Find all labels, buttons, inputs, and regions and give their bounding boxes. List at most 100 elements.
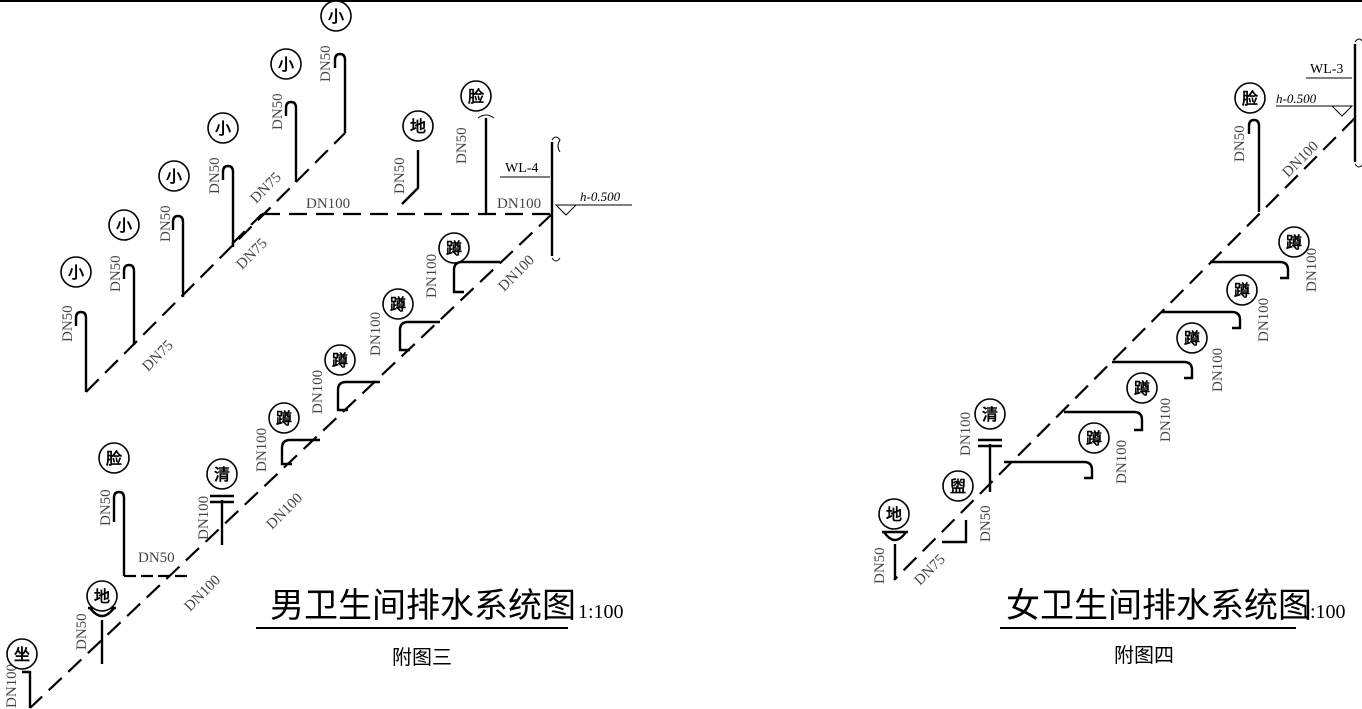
size-label: DN100	[310, 370, 326, 414]
left-title-block: 男卫生间排水系统图 1:100 附图三	[256, 586, 624, 669]
size-label: DN50	[1232, 125, 1248, 162]
size-label: DN50	[872, 547, 888, 584]
size-label: DN50	[74, 613, 90, 650]
left-main-horizontal	[231, 114, 552, 245]
urinal-symbol: 小	[60, 256, 92, 288]
riser-wl3-label: WL-3	[1310, 62, 1343, 77]
size-label: DN100	[254, 428, 270, 472]
urinal-symbol: 小	[270, 48, 302, 80]
squat-toilet-symbol: 蹲	[1078, 422, 1110, 454]
size-label: DN100	[497, 196, 541, 212]
svg-text:小: 小	[116, 216, 132, 235]
size-label: DN50	[60, 305, 76, 342]
mop-sink-symbol: 盥	[942, 470, 974, 502]
svg-text:地: 地	[886, 505, 902, 524]
svg-text:清: 清	[214, 465, 230, 484]
size-label: DN100	[196, 496, 212, 540]
riser-wl4-label: WL-4	[505, 161, 538, 176]
floor-drain-symbol: 地	[878, 498, 910, 530]
elevation-label-left: h-0.500	[580, 189, 621, 204]
size-label: DN75	[234, 236, 271, 273]
riser-wl4: WL-4 h-0.500	[500, 136, 632, 262]
squat-toilet-symbol: 蹲	[1176, 322, 1208, 354]
left-urinal-branch	[74, 52, 347, 393]
svg-text:地: 地	[410, 117, 426, 136]
size-label: DN100	[1256, 298, 1272, 342]
urinal-symbol: 小	[158, 160, 190, 192]
svg-text:小: 小	[328, 7, 344, 26]
toilet-symbol: 坐	[6, 638, 38, 670]
svg-text:蹲: 蹲	[1234, 281, 1250, 300]
size-label: DN50	[158, 205, 174, 242]
svg-text:蹲: 蹲	[1286, 233, 1302, 252]
basin-symbol: 脸	[460, 80, 492, 112]
right-diagram-scale: 1:100	[1300, 601, 1346, 623]
size-label: DN50	[207, 157, 223, 194]
svg-text:蹲: 蹲	[332, 351, 348, 370]
left-diagram-scale: 1:100	[578, 601, 624, 623]
cleanout-symbol: 清	[974, 398, 1006, 430]
svg-text:小: 小	[278, 55, 294, 74]
svg-text:小: 小	[166, 167, 182, 186]
squat-toilet-symbol: 蹲	[1278, 226, 1310, 258]
svg-text:蹲: 蹲	[1134, 379, 1150, 398]
svg-text:蹲: 蹲	[1184, 329, 1200, 348]
left-diagram-title: 男卫生间排水系统图	[270, 586, 576, 626]
svg-text:蹲: 蹲	[390, 295, 406, 314]
svg-text:蹲: 蹲	[276, 409, 292, 428]
svg-text:小: 小	[215, 119, 231, 138]
size-label: DN50	[392, 157, 408, 194]
svg-text:盥: 盥	[950, 477, 966, 496]
left-squat-branch	[22, 142, 554, 709]
size-label: DN100	[1158, 398, 1174, 442]
right-title-block: 女卫生间排水系统图 1:100 附图四	[1000, 586, 1346, 667]
size-label: DN100	[368, 312, 384, 356]
right-fixture-symbols: 脸 蹲 蹲 蹲 蹲 蹲 清 盥 地	[878, 82, 1310, 530]
size-label: DN100	[1304, 248, 1320, 292]
size-label: DN50	[318, 45, 334, 82]
size-label: DN100	[1210, 348, 1226, 392]
urinal-symbol: 小	[108, 209, 140, 241]
size-label: DN100	[1114, 440, 1130, 484]
size-label: DN50	[108, 255, 124, 292]
size-label: DN75	[248, 170, 285, 207]
squat-toilet-symbol: 蹲	[382, 288, 414, 320]
squat-toilet-symbol: 蹲	[1226, 274, 1258, 306]
size-label: DN100	[496, 252, 539, 295]
floor-drain-symbol: 地	[86, 580, 118, 612]
size-label: DN100	[958, 412, 974, 456]
left-fixture-symbols: 小 小 小 小 小 小 地 脸 蹲 蹲 蹲 蹲 清 脸 地 坐	[6, 0, 492, 670]
size-label: DN50	[454, 127, 470, 164]
svg-text:脸: 脸	[468, 87, 485, 106]
left-size-labels: DN50 DN50 DN50 DN50 DN50 DN50 DN75 DN75 …	[4, 45, 541, 708]
size-label: DN50	[978, 505, 994, 542]
squat-toilet-symbol: 蹲	[324, 344, 356, 376]
right-size-labels: DN50 DN100 DN100 DN100 DN100 DN100 DN100…	[872, 125, 1322, 589]
svg-text:脸: 脸	[106, 449, 123, 468]
svg-text:地: 地	[94, 587, 110, 606]
squat-toilet-symbol: 蹲	[268, 402, 300, 434]
urinal-symbol: 小	[320, 0, 352, 32]
right-diagram-subtitle: 附图四	[1114, 643, 1174, 667]
svg-text:蹲: 蹲	[446, 239, 462, 258]
size-label: DN100	[1280, 138, 1323, 181]
size-label: DN50	[270, 93, 286, 130]
size-label: DN100	[182, 572, 225, 615]
size-label: DN100	[424, 254, 440, 298]
drawing-border-top	[0, 0, 1362, 2]
basin-symbol: 脸	[1234, 82, 1266, 114]
size-label: DN100	[264, 490, 307, 533]
svg-text:脸: 脸	[1242, 89, 1259, 108]
size-label: DN100	[4, 664, 20, 708]
elevation-label-right: h-0.500	[1276, 91, 1317, 106]
size-label: DN50	[98, 489, 114, 526]
cleanout-symbol: 清	[206, 458, 238, 490]
right-main-branch	[882, 38, 1362, 581]
svg-text:清: 清	[982, 405, 998, 424]
svg-text:坐: 坐	[14, 645, 30, 664]
size-label: DN75	[912, 552, 949, 589]
riser-wl3: WL-3 h-0.500	[1276, 62, 1354, 117]
svg-text:小: 小	[68, 263, 84, 282]
svg-text:蹲: 蹲	[1086, 429, 1102, 448]
